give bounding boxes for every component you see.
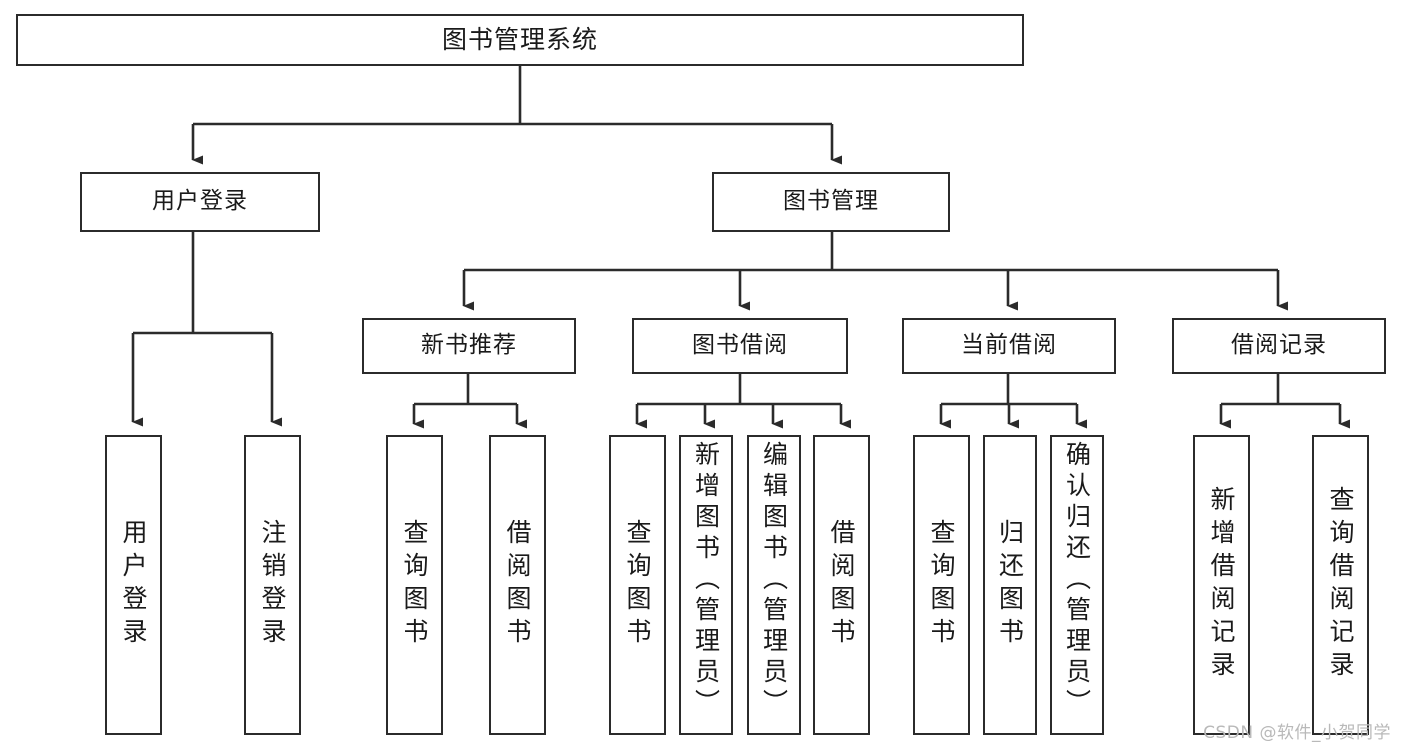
node-leaf-borrow-query[interactable]: 查询图书 [609, 435, 666, 735]
node-leaf-current-query-label: 查询图书 [927, 519, 956, 651]
node-leaf-user-login-label: 用户登录 [119, 519, 148, 651]
node-leaf-current-return-label: 归还图书 [995, 519, 1025, 651]
node-user-login-label: 用户登录 [152, 188, 248, 215]
node-leaf-borrow-lend-label: 借阅图书 [827, 519, 856, 651]
node-leaf-record-add[interactable]: 新增借阅记录 [1193, 435, 1250, 735]
node-new-book-recommend-label: 新书推荐 [421, 332, 517, 359]
node-current-borrow[interactable]: 当前借阅 [902, 318, 1116, 374]
node-root-system[interactable]: 图书管理系统 [16, 14, 1024, 66]
node-leaf-current-confirm-admin-label: 确认归还（管理员） [1062, 441, 1092, 720]
node-new-book-recommend[interactable]: 新书推荐 [362, 318, 576, 374]
node-root-system-label: 图书管理系统 [441, 25, 598, 55]
node-book-borrow[interactable]: 图书借阅 [632, 318, 848, 374]
node-book-management[interactable]: 图书管理 [712, 172, 950, 232]
node-book-management-label: 图书管理 [783, 188, 879, 215]
watermark-text: CSDN @软件_小贺同学 [1203, 723, 1391, 743]
node-leaf-borrow-edit-admin[interactable]: 编辑图书（管理员） [747, 435, 801, 735]
node-borrow-record-label: 借阅记录 [1231, 332, 1327, 359]
node-leaf-newbook-borrow[interactable]: 借阅图书 [489, 435, 546, 735]
node-leaf-record-query-label: 查询借阅记录 [1326, 486, 1355, 684]
node-leaf-borrow-edit-admin-label: 编辑图书（管理员） [759, 441, 789, 720]
node-leaf-record-add-label: 新增借阅记录 [1207, 486, 1236, 684]
node-leaf-newbook-borrow-label: 借阅图书 [503, 519, 532, 651]
node-leaf-current-return[interactable]: 归还图书 [983, 435, 1037, 735]
node-leaf-borrow-add-admin-label: 新增图书（管理员） [691, 441, 721, 720]
node-leaf-current-confirm-admin[interactable]: 确认归还（管理员） [1050, 435, 1104, 735]
node-leaf-record-query[interactable]: 查询借阅记录 [1312, 435, 1369, 735]
node-leaf-newbook-query-label: 查询图书 [400, 519, 429, 651]
node-leaf-current-query[interactable]: 查询图书 [913, 435, 970, 735]
node-leaf-borrow-lend[interactable]: 借阅图书 [813, 435, 870, 735]
node-borrow-record[interactable]: 借阅记录 [1172, 318, 1386, 374]
node-user-login[interactable]: 用户登录 [80, 172, 320, 232]
node-book-borrow-label: 图书借阅 [692, 332, 788, 359]
node-leaf-user-logout-label: 注销登录 [258, 519, 287, 651]
node-leaf-borrow-add-admin[interactable]: 新增图书（管理员） [679, 435, 733, 735]
node-leaf-newbook-query[interactable]: 查询图书 [386, 435, 443, 735]
node-leaf-borrow-query-label: 查询图书 [623, 519, 652, 651]
node-leaf-user-logout[interactable]: 注销登录 [244, 435, 301, 735]
node-current-borrow-label: 当前借阅 [961, 332, 1057, 359]
node-leaf-user-login[interactable]: 用户登录 [105, 435, 162, 735]
